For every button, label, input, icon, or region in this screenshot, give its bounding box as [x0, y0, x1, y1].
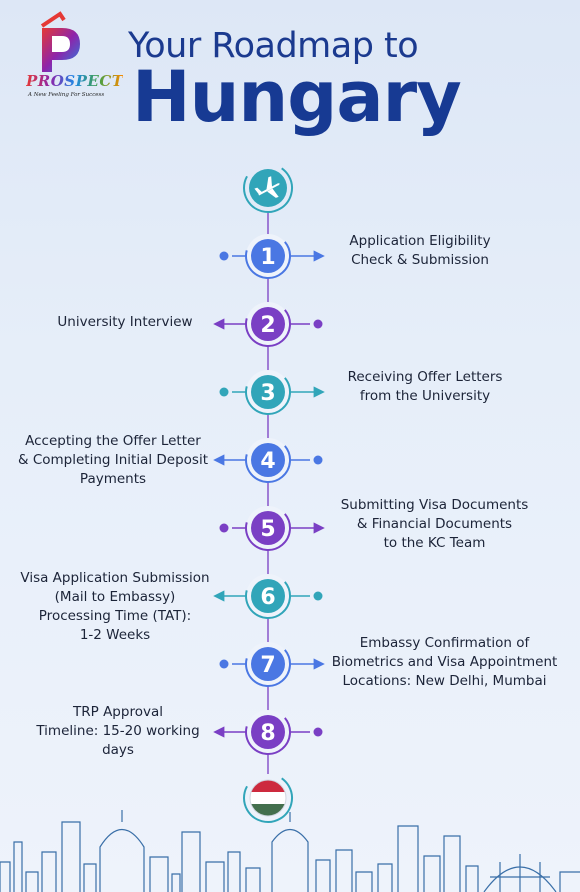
step-number-3: 3: [260, 381, 275, 406]
airplane-icon: [254, 176, 280, 198]
step-line: Payments: [79, 471, 147, 487]
step-dot-2: [313, 319, 323, 329]
step-description-7: Embassy Confirmation of Biometrics and Vi…: [322, 634, 567, 691]
step-description-2: University Interview: [40, 313, 210, 332]
step-dot-1: [219, 251, 229, 261]
step-line: days: [102, 742, 134, 758]
step-description-6: Visa Application Submission (Mail to Emba…: [10, 569, 220, 645]
step-line: Receiving Offer Letters: [347, 369, 503, 385]
step-dot-8: [313, 727, 323, 737]
step-line: (Mail to Embassy): [54, 589, 176, 605]
step-line: TRP Approval: [73, 704, 163, 720]
step-number-6: 6: [260, 585, 275, 610]
end-node: [243, 773, 293, 823]
logo-mark-icon: [40, 11, 80, 72]
step-description-5: Submitting Visa Documents & Financial Doc…: [322, 496, 547, 553]
step-badge-2: [251, 307, 285, 341]
step-badge-6: [251, 579, 285, 613]
step-node-4: 4: [213, 437, 323, 483]
step-node-1: 1: [219, 233, 325, 279]
step-line: from the University: [359, 388, 491, 404]
step-badge-5: [251, 511, 285, 545]
start-node: [243, 163, 293, 213]
step-description-4: Accepting the Offer Letter & Completing I…: [8, 432, 218, 489]
brand-name: PROSPECT: [26, 72, 124, 90]
step-dot-4: [313, 455, 323, 465]
step-badge-7: [251, 647, 285, 681]
step-line: Submitting Visa Documents: [340, 497, 529, 513]
step-badge-1: [251, 239, 285, 273]
step-line: 1-2 Weeks: [79, 627, 151, 643]
step-badge-3: [251, 375, 285, 409]
step-line: Accepting the Offer Letter: [25, 433, 201, 449]
step-line: Check & Submission: [351, 252, 489, 268]
step-node-3: 3: [219, 369, 325, 415]
step-line: Embassy Confirmation of: [359, 635, 530, 651]
step-line: Locations: New Delhi, Mumbai: [342, 673, 547, 689]
step-node-6: 6: [213, 573, 323, 619]
brand-tagline: A New Feeling For Success: [28, 92, 105, 98]
step-number-4: 4: [260, 449, 275, 474]
step-node-7: 7: [219, 641, 325, 687]
step-line: to the KC Team: [383, 535, 486, 551]
step-line: Processing Time (TAT):: [38, 608, 192, 624]
step-number-1: 1: [260, 245, 275, 270]
step-line: Application Eligibility: [349, 233, 491, 249]
step-number-8: 8: [260, 721, 275, 746]
city-skyline-icon: [0, 810, 580, 892]
step-line: Visa Application Submission: [20, 570, 210, 586]
step-node-5: 5: [219, 505, 325, 551]
step-number-2: 2: [260, 313, 275, 338]
step-node-2: 2: [213, 301, 323, 347]
step-badge-4: [251, 443, 285, 477]
step-dot-6: [313, 591, 323, 601]
step-dot-3: [219, 387, 229, 397]
hungary-flag-icon: [249, 779, 287, 817]
step-line: Timeline: 15-20 working: [36, 723, 200, 739]
step-badge-8: [251, 715, 285, 749]
step-line: Biometrics and Visa Appointment: [331, 654, 558, 670]
step-line: & Completing Initial Deposit: [18, 452, 208, 468]
page-title-line2: Hungary: [132, 56, 462, 138]
step-dot-5: [219, 523, 229, 533]
step-number-5: 5: [260, 517, 275, 542]
step-description-3: Receiving Offer Letters from the Universi…: [330, 368, 520, 406]
step-dot-7: [219, 659, 229, 669]
step-number-7: 7: [260, 653, 275, 678]
step-node-8: 8: [213, 709, 323, 755]
page-title-line1: Your Roadmap to: [128, 26, 419, 66]
step-line: & Financial Documents: [356, 516, 513, 532]
brand-logo: PROSPECT A New Feeling For Success: [12, 8, 124, 98]
step-line: University Interview: [57, 314, 193, 330]
